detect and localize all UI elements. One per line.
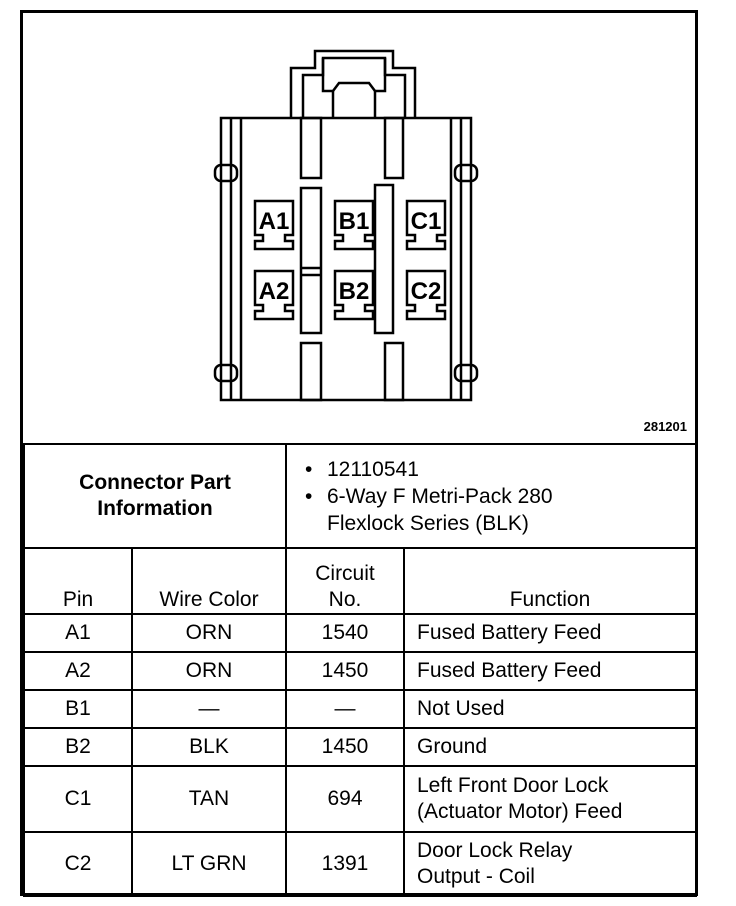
latch-tab [321,58,387,93]
cell-wire: ORN [131,613,287,653]
cell-circuit: 1391 [285,831,405,897]
cell-function: Door Lock Relay Output - Coil [402,831,698,897]
table-row: A1 ORN 1540 Fused Battery Feed [23,613,698,653]
connector-table: Connector Part Information • 12110541 • … [23,443,698,897]
cell-circuit: 1540 [285,613,405,653]
cell-wire: ORN [131,651,287,691]
connector-description: • 6-Way F Metri-Pack 280 [305,484,553,508]
table-row: A2 ORN 1450 Fused Battery Feed [23,651,698,691]
latch-housing [289,49,417,118]
cell-pin: C2 [23,831,133,897]
table-row: B2 BLK 1450 Ground [23,727,698,767]
cell-pin: B1 [23,689,133,729]
pin-label-b1: B1 [339,208,370,235]
left-rib-top [213,163,239,183]
cell-circuit: 1450 [285,651,405,691]
cavity-b2 [333,269,375,321]
table-row: C1 TAN 694 Left Front Door Lock (Actuato… [23,765,698,833]
cell-pin: B2 [23,727,133,767]
header-circuit: Circuit No. [285,547,405,615]
cell-pin: A2 [23,651,133,691]
document-frame: A1 B1 C1 A2 B2 C2 281201 Connector Part … [20,10,698,897]
cell-circuit: — [285,689,405,729]
header-pin: Pin [23,547,133,615]
cavity-a1 [253,199,295,251]
center-rail-right [373,183,395,335]
cell-pin: C1 [23,765,133,833]
cell-wire: TAN [131,765,287,833]
left-rib-bottom [213,363,239,383]
cavity-b1 [333,199,375,251]
right-rib-bottom [453,363,479,383]
cell-function: Not Used [402,689,698,729]
connector-info-label: Connector Part Information [23,443,287,549]
connector-info-details: • 12110541 • 6-Way F Metri-Pack 280 Flex… [284,443,698,549]
cell-function: Left Front Door Lock (Actuator Motor) Fe… [402,765,698,833]
cell-circuit: 1450 [285,727,405,767]
table-header-row: Pin Wire Color Circuit No. Function [23,547,698,615]
latch-inner [301,56,407,118]
pin-label-c1: C1 [411,208,442,235]
part-number: • 12110541 [305,457,419,481]
cell-wire: — [131,689,287,729]
cell-wire: LT GRN [131,831,287,897]
header-wire-color: Wire Color [131,547,287,615]
cell-wire: BLK [131,727,287,767]
cell-function: Fused Battery Feed [402,651,698,691]
figure-number: 281201 [643,419,687,434]
header-function: Function [402,547,698,615]
cell-circuit: 694 [285,765,405,833]
connector-description-line2: Flexlock Series (BLK) [327,511,529,535]
cell-pin: A1 [23,613,133,653]
cell-function: Ground [402,727,698,767]
pin-label-c2: C2 [411,278,442,305]
right-rib-top [453,163,479,183]
pin-label-b2: B2 [339,278,370,305]
table-row: C2 LT GRN 1391 Door Lock Relay Output - … [23,831,698,897]
connector-face-drawing: A1 B1 C1 A2 B2 C2 [213,49,479,402]
cell-function: Fused Battery Feed [402,613,698,653]
table-row: B1 — — Not Used [23,689,698,729]
connector-body [219,116,473,402]
pin-label-a2: A2 [259,278,290,305]
cavity-c1 [405,199,447,251]
pin-label-a1: A1 [259,208,290,235]
center-rail-left [299,186,323,335]
connector-info-row: Connector Part Information • 12110541 • … [23,443,698,549]
cavity-a2 [253,269,295,321]
connector-diagram: A1 B1 C1 A2 B2 C2 281201 [23,13,695,443]
cavity-c2 [405,269,447,321]
